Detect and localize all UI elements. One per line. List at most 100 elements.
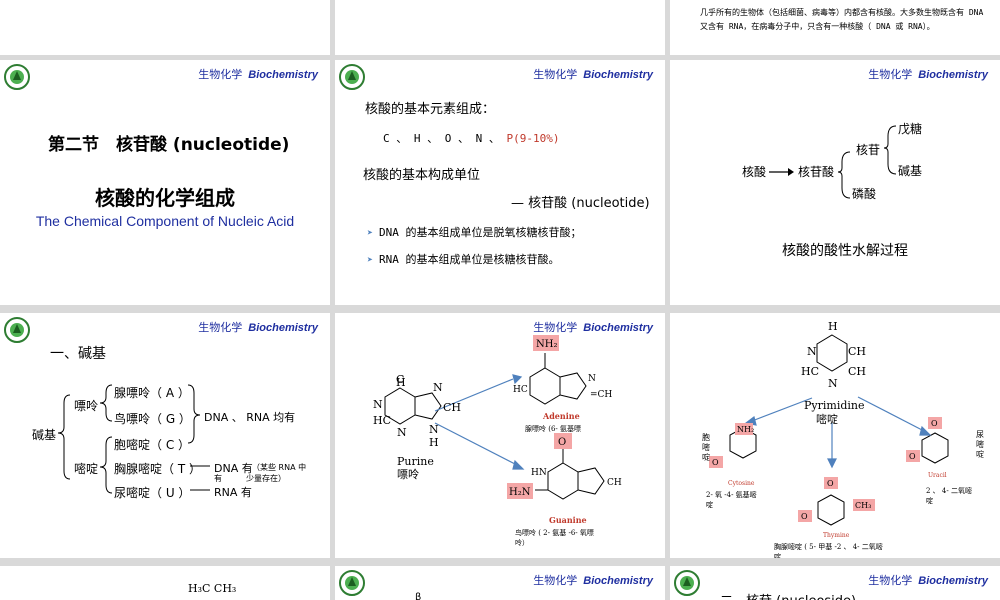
svg-text:O: O bbox=[712, 458, 719, 467]
svg-text:O: O bbox=[827, 479, 834, 488]
note-t-1: （某些 RNA 中 bbox=[252, 463, 307, 472]
slide-title-en: The Chemical Component of Nucleic Acid bbox=[35, 213, 295, 229]
guanine-cn2: 呤） bbox=[515, 538, 529, 547]
node-pentose: 戊糖 bbox=[898, 121, 922, 136]
svg-text:CH: CH bbox=[443, 401, 461, 414]
svg-text:HC: HC bbox=[801, 365, 819, 378]
svg-text:N: N bbox=[588, 374, 596, 384]
base-cytosine: 胞嘧啶（ C ） bbox=[114, 438, 191, 452]
bottom-left-label: H₃C CH₃ bbox=[188, 582, 237, 595]
node-phosphate: 磷酸 bbox=[852, 186, 876, 201]
cytosine-cn1: 2- 氧 -4- 氨基嘧 bbox=[706, 490, 757, 499]
bottom-right-heading: 二、核苷 (nucleoside) bbox=[720, 590, 856, 600]
svg-text:嘧: 嘧 bbox=[976, 439, 984, 449]
node-nucleotide: 核苷酸 bbox=[798, 164, 834, 179]
bottom-mid-label: β bbox=[415, 592, 422, 600]
bases-braces bbox=[57, 384, 210, 494]
slide-top-right: 几乎所有的生物体（包括细菌、病毒等）内都含有核酸。大多数生物既含有 DNA 又含… bbox=[670, 0, 1000, 55]
bullet-arrow-icon: ➤ bbox=[367, 255, 374, 266]
svg-text:N: N bbox=[433, 381, 443, 394]
bullet-rna: ➤RNA 的基本组成单位是核糖核苷酸。 bbox=[367, 253, 560, 266]
university-logo-icon bbox=[339, 64, 365, 90]
uracil-cn1: 2 、 4- 二氧嘧 bbox=[926, 486, 972, 495]
o-highlight bbox=[554, 433, 572, 449]
node-nucleoside: 核苷 bbox=[856, 143, 880, 157]
h2n-highlight bbox=[507, 483, 533, 499]
node-nucleic: 核酸 bbox=[742, 164, 766, 179]
adenine-label: Adenine bbox=[542, 411, 580, 421]
svg-text:NH₂: NH₂ bbox=[536, 339, 557, 350]
hydrolysis-caption: 核酸的酸性水解过程 bbox=[782, 243, 908, 259]
uracil-cn2: 啶 bbox=[926, 496, 933, 505]
svg-text:HN: HN bbox=[531, 468, 547, 478]
slide-title-cn: 核酸的化学组成 bbox=[95, 186, 235, 210]
svg-text:C: C bbox=[396, 373, 404, 386]
node-base: 碱基 bbox=[898, 164, 922, 178]
svg-text:N: N bbox=[807, 345, 817, 358]
svg-text:N: N bbox=[828, 377, 838, 390]
slide-top-middle bbox=[335, 0, 665, 55]
svg-text:HC: HC bbox=[513, 385, 528, 395]
purine-en: Purine bbox=[397, 455, 434, 468]
base-adenine: 腺嘌呤（ A ） bbox=[114, 386, 190, 400]
top-paragraph: 几乎所有的生物体（包括细菌、病毒等）内都含有核酸。大多数生物既含有 DNA 又含… bbox=[700, 8, 984, 31]
svg-text:H: H bbox=[828, 320, 838, 333]
svg-text:胞: 胞 bbox=[702, 432, 710, 442]
pyrimidine-en: Pyrimidine bbox=[804, 399, 865, 412]
svg-text:NH₂: NH₂ bbox=[737, 425, 754, 434]
svg-text:HC: HC bbox=[373, 414, 391, 427]
svg-text:啶: 啶 bbox=[702, 452, 710, 462]
svg-text:尿: 尿 bbox=[976, 430, 984, 439]
thymine-cn1: 胸腺嘧啶 ( 5- 甲基 -2 、 4- 二氧嘧 bbox=[774, 542, 883, 551]
section-title: 第二节 核苷酸 (nucleotide) bbox=[48, 135, 290, 155]
svg-text:嘧: 嘧 bbox=[702, 442, 710, 452]
svg-text:N: N bbox=[429, 423, 439, 436]
bases-heading: 一、碱基 bbox=[50, 346, 106, 362]
svg-text:N: N bbox=[397, 426, 407, 439]
guanine-label: Guanine bbox=[549, 515, 587, 525]
svg-text:O: O bbox=[801, 512, 808, 521]
svg-text:N: N bbox=[373, 398, 383, 411]
bullet-dna: ➤DNA 的基本组成单位是脱氧核糖核苷酸； bbox=[367, 226, 582, 239]
pyrimidine-cn: 嘧啶 bbox=[816, 412, 838, 426]
university-logo-icon bbox=[4, 317, 30, 343]
svg-text:CH₃: CH₃ bbox=[855, 501, 871, 510]
svg-text:CH: CH bbox=[848, 345, 866, 358]
elements-heading: 核酸的基本元素组成： bbox=[365, 102, 496, 117]
nh2-highlight bbox=[533, 335, 559, 351]
thymine-label: Thymine bbox=[823, 532, 850, 539]
svg-text:O: O bbox=[931, 419, 938, 428]
university-logo-icon bbox=[4, 64, 30, 90]
label-purine: 嘌呤 bbox=[74, 399, 99, 413]
label-pyrimidine: 嘧啶 bbox=[74, 462, 99, 476]
base-thymine: 胸腺嘧啶（ T ） bbox=[114, 462, 201, 476]
thymine-cn2: 啶 bbox=[774, 552, 781, 558]
svg-text:CH: CH bbox=[607, 478, 622, 488]
slide-top-left bbox=[0, 0, 330, 55]
note-u-rna: RNA 有 bbox=[214, 486, 252, 499]
cytosine-cn2: 啶 bbox=[706, 500, 713, 509]
svg-text:H: H bbox=[396, 376, 406, 389]
elements-list: C 、 H 、 O 、 N 、 P(9-10%) bbox=[383, 132, 560, 145]
svg-text:O: O bbox=[558, 437, 566, 448]
guanine-cn1: 鸟嘌呤 ( 2- 氨基 -6- 氧嘌 bbox=[515, 528, 594, 537]
svg-text:啶: 啶 bbox=[976, 449, 984, 459]
purine-cn: 嘌呤 bbox=[397, 467, 419, 481]
phosphorus-value: P(9-10%) bbox=[506, 132, 560, 145]
